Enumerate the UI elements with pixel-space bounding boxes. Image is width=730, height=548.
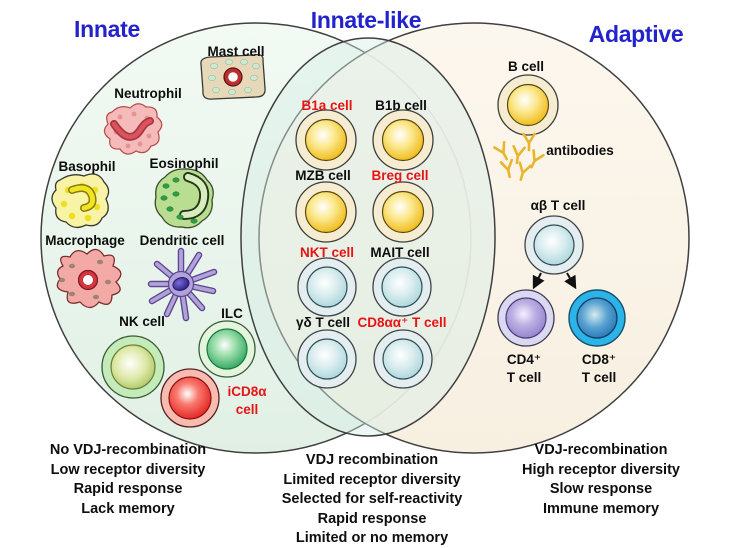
label-icd8a-line2: cell: [235, 402, 259, 417]
title-innate-like: Innate-like: [310, 7, 422, 33]
adaptive-circle: [258, 22, 690, 454]
label-icd8a-line1: iCD8α: [227, 384, 267, 399]
label-cd8-line2: T cell: [581, 370, 617, 385]
b1b-cell-graphic: [372, 109, 434, 171]
macrophage-graphic: [56, 248, 122, 309]
nkt-cell-graphic: [297, 257, 357, 317]
notes-innate-line1: No VDJ-recombination: [49, 442, 207, 458]
title-adaptive: Adaptive: [588, 21, 684, 47]
label-nkt-cell: NKT cell: [299, 245, 355, 260]
label-mait-cell: MAIT cell: [370, 245, 430, 260]
label-cd8-line1: CD8⁺: [581, 352, 617, 367]
label-b-cell: B cell: [507, 59, 545, 74]
label-breg-cell: Breg cell: [371, 168, 429, 183]
breg-cell-graphic: [372, 181, 434, 243]
notes-innate-like-line3: Selected for self-reactivity: [281, 491, 463, 507]
label-b1b-cell: B1b cell: [375, 98, 427, 113]
b-cell-graphic: [497, 74, 559, 136]
abt-cell-graphic: [524, 215, 584, 275]
dendritic-cell-graphic: [147, 247, 218, 322]
nk-cell-graphic: [101, 335, 165, 399]
label-basophil: Basophil: [58, 159, 116, 174]
innate-like-ellipse: [240, 37, 496, 437]
cd4-cell-graphic: [497, 289, 555, 347]
notes-innate: No VDJ-recombination Low receptor divers…: [50, 441, 206, 519]
eosinophil-graphic: [154, 168, 214, 229]
label-b1a-cell: B1a cell: [301, 98, 353, 113]
icd8a-cell-graphic: [160, 368, 220, 428]
label-cd8aa-cell: CD8αα⁺ T cell: [357, 315, 447, 330]
mast-cell-graphic: [200, 53, 266, 100]
cd8aa-cell-graphic: [373, 329, 433, 389]
notes-adaptive-line3: Slow response: [549, 481, 653, 497]
label-cd8-cell: CD8⁺ T cell: [582, 351, 617, 387]
label-antibodies: antibodies: [546, 143, 614, 158]
notes-adaptive-line1: VDJ-recombination: [534, 442, 668, 458]
notes-innate-like-line1: VDJ recombination: [305, 452, 439, 468]
antibodies-icon: [493, 132, 545, 181]
label-mzb-cell: MZB cell: [295, 168, 351, 183]
notes-innate-like-line2: Limited receptor diversity: [283, 471, 461, 488]
notes-innate-like-line5: Limited or no memory: [295, 530, 449, 546]
notes-adaptive-line4: Immune memory: [542, 500, 660, 517]
label-cd4-line1: CD4⁺: [506, 352, 542, 367]
label-neutrophil: Neutrophil: [114, 86, 182, 101]
label-cd4-line2: T cell: [506, 370, 542, 385]
title-innate: Innate: [74, 16, 140, 42]
basophil-graphic: [51, 173, 110, 229]
label-dendritic-cell: Dendritic cell: [139, 233, 225, 248]
label-abt-cell: αβ T cell: [530, 198, 586, 213]
notes-innate-line4: Lack memory: [81, 500, 175, 517]
ilc-cell-graphic: [198, 320, 256, 378]
notes-innate-like-line4: Rapid response: [317, 510, 427, 527]
cd8-cell-graphic: [568, 289, 626, 347]
label-icd8a-cell: iCD8α cell: [227, 383, 266, 419]
notes-innate-line2: Low receptor diversity: [50, 461, 206, 478]
notes-adaptive: VDJ-recombination High receptor diversit…: [522, 441, 680, 519]
label-nk-cell: NK cell: [119, 314, 165, 329]
mzb-cell-graphic: [295, 181, 357, 243]
mait-cell-graphic: [372, 257, 432, 317]
label-eosinophil: Eosinophil: [149, 156, 219, 171]
notes-adaptive-line2: High receptor diversity: [522, 461, 680, 478]
label-ilc: ILC: [221, 306, 243, 321]
differentiation-arrows: [532, 272, 577, 290]
gdt-cell-graphic: [297, 329, 357, 389]
label-cd4-cell: CD4⁺ T cell: [507, 351, 542, 387]
label-macrophage: Macrophage: [45, 233, 125, 248]
notes-innate-like: VDJ recombination Limited receptor diver…: [282, 451, 463, 548]
label-mast-cell: Mast cell: [207, 44, 265, 59]
label-gdt-cell: γδ T cell: [296, 315, 350, 330]
notes-innate-line3: Rapid response: [73, 481, 183, 497]
b1a-cell-graphic: [295, 109, 357, 171]
neutrophil-graphic: [103, 103, 163, 155]
